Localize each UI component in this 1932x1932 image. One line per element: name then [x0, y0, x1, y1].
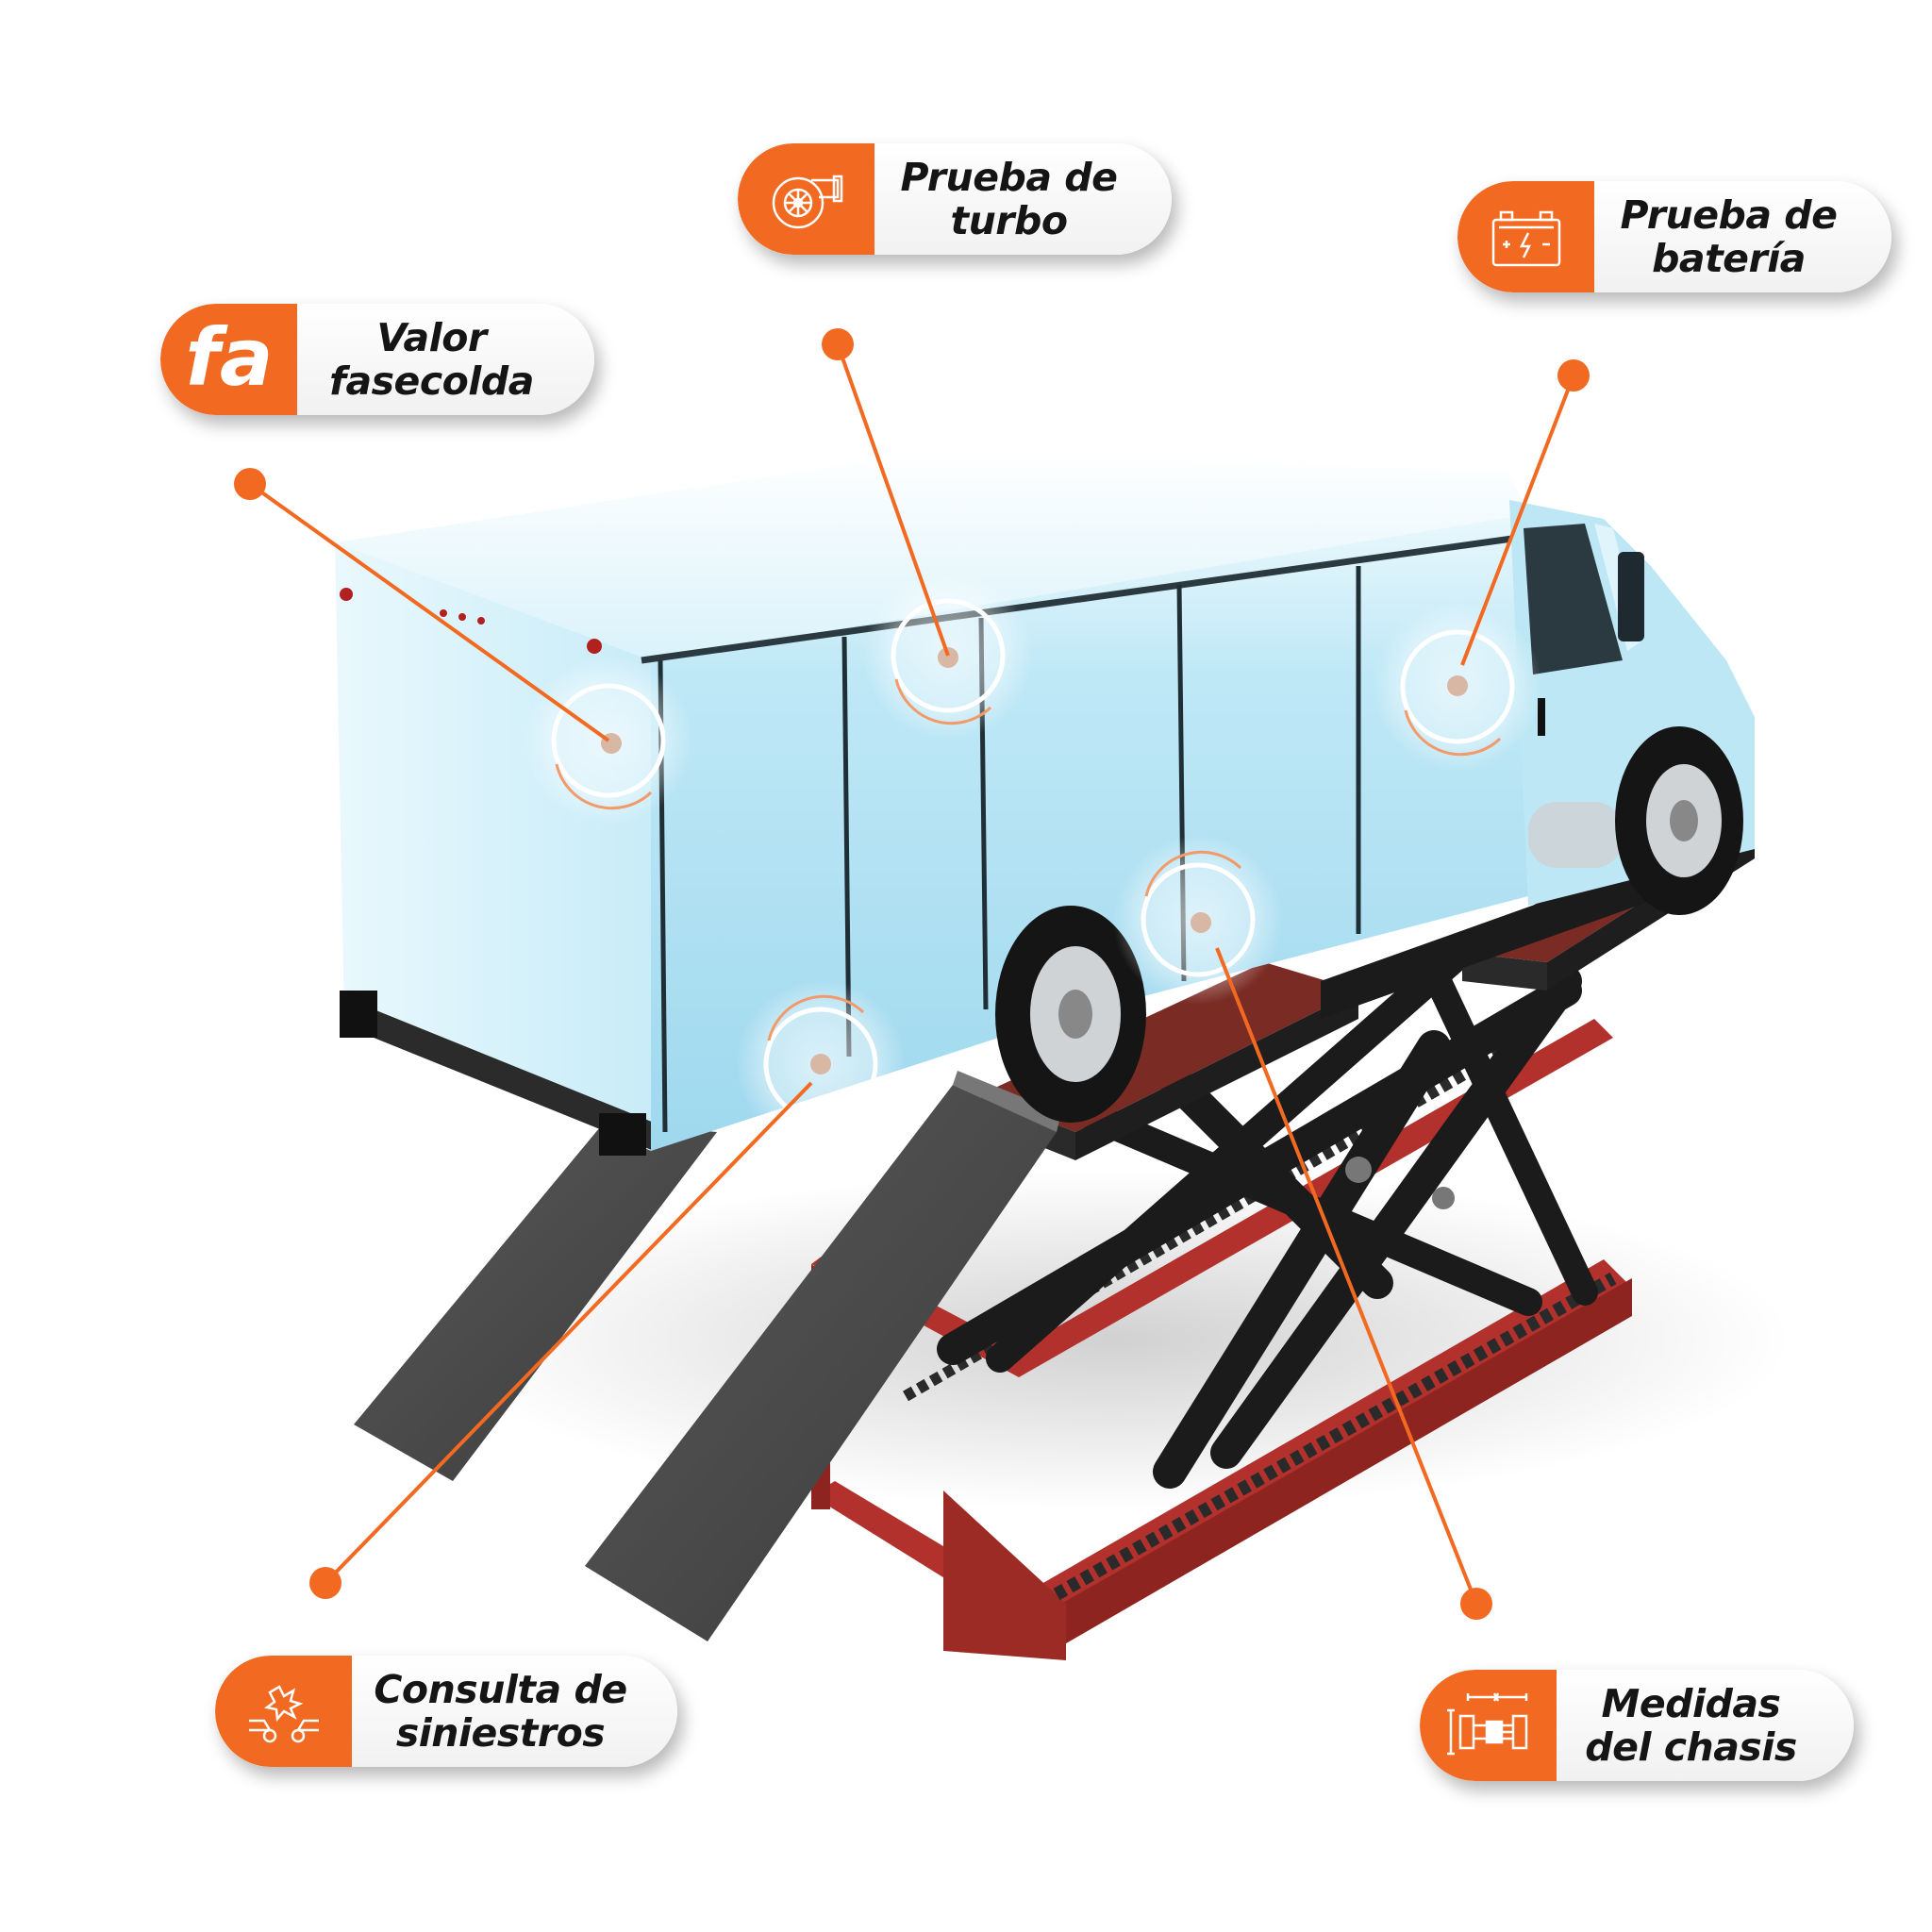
- label-medidas-chasis: Medidas del chasis: [1420, 1670, 1854, 1781]
- ramps: [354, 1071, 1061, 1641]
- turbo-icon: [738, 143, 874, 255]
- label-text: Medidas del chasis: [1557, 1682, 1854, 1769]
- label-line-1: Consulta de: [374, 1667, 627, 1712]
- label-text: Valor fasecolda: [297, 316, 594, 403]
- chassis-measure-icon: [1420, 1670, 1557, 1781]
- hotspot-siniestros: [736, 979, 906, 1149]
- label-prueba-turbo: Prueba de turbo: [738, 143, 1172, 255]
- label-text: Prueba de batería: [1594, 193, 1891, 280]
- hotspot-bateria: [1373, 602, 1542, 772]
- label-text: Consulta de siniestros: [352, 1668, 677, 1755]
- leader-lines: [234, 328, 1590, 1620]
- fasecolda-logo-text: fa: [185, 317, 273, 402]
- lift-base-frame: [811, 1019, 1632, 1660]
- label-line-2: turbo: [950, 198, 1068, 243]
- car-crash-icon: [215, 1656, 352, 1767]
- hotspot-chasis: [1113, 835, 1283, 1005]
- label-line-2: batería: [1652, 236, 1806, 281]
- label-line-2: fasecolda: [329, 358, 534, 404]
- label-line-1: Prueba de: [900, 155, 1118, 200]
- front-wheel: [1615, 726, 1743, 915]
- label-valor-fasecolda: fa Valor fasecolda: [160, 304, 594, 415]
- label-line-2: siniestros: [395, 1710, 606, 1756]
- fasecolda-logo-icon: fa: [160, 304, 297, 415]
- battery-icon: [1457, 181, 1594, 292]
- rear-wheel: [995, 906, 1146, 1123]
- label-prueba-bateria: Prueba de batería: [1457, 181, 1891, 292]
- label-line-1: Medidas: [1601, 1681, 1781, 1726]
- label-line-1: Prueba de: [1620, 192, 1838, 238]
- label-consulta-siniestros: Consulta de siniestros: [215, 1656, 677, 1767]
- label-line-1: Valor: [376, 315, 487, 360]
- label-text: Prueba de turbo: [874, 156, 1172, 242]
- hotspot-markers: [524, 571, 1542, 1149]
- scissor-arms: [937, 929, 1598, 1489]
- label-line-2: del chasis: [1585, 1724, 1797, 1770]
